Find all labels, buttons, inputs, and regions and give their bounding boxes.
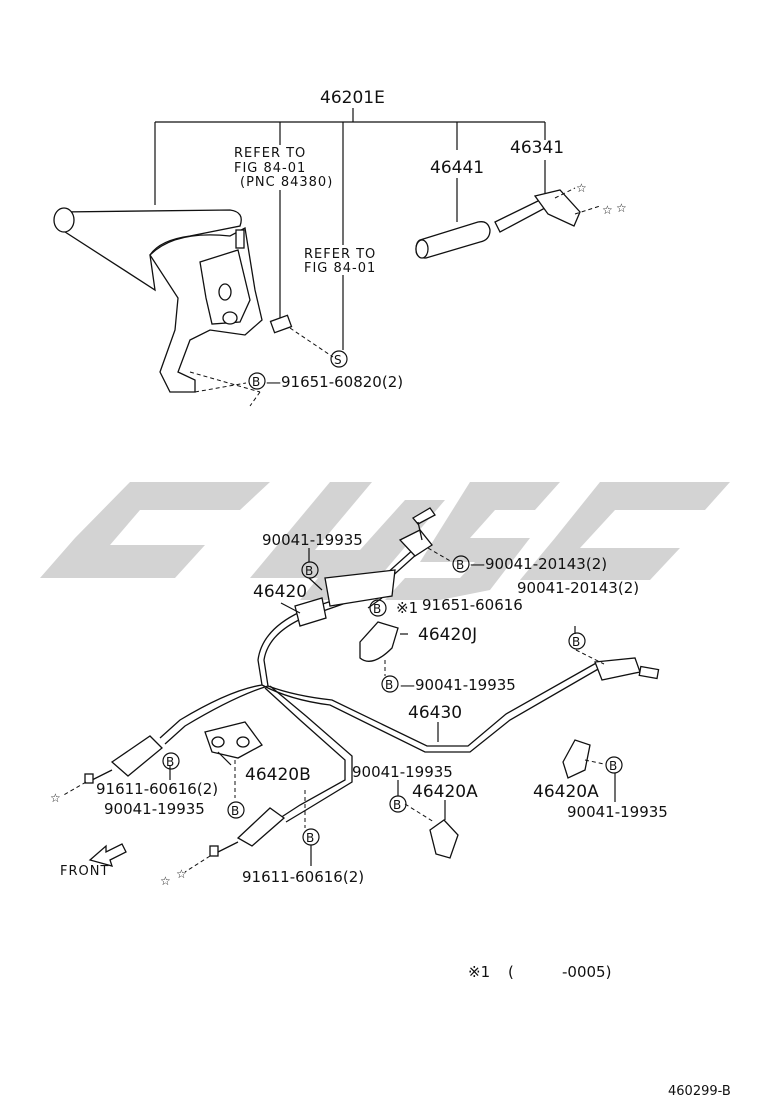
watermark-logo xyxy=(40,482,730,600)
label-clamp-a-mid: 46420A xyxy=(412,782,478,802)
svg-text:B: B xyxy=(373,602,381,616)
label-c1: 90041-19935 xyxy=(262,531,363,549)
brake-cables xyxy=(159,547,601,823)
refer-a-line-2: FIG 84-01 xyxy=(234,161,306,176)
front-arrow-icon xyxy=(88,843,127,867)
parking-brake-lever xyxy=(53,207,293,393)
svg-text:B: B xyxy=(572,635,580,649)
clamp-46420A-right xyxy=(562,739,591,779)
svg-text:B: B xyxy=(306,831,314,845)
svg-text:B: B xyxy=(166,755,174,769)
footnote-open: ( xyxy=(508,963,514,981)
bolt-marker-letter: B xyxy=(252,375,260,389)
svg-text:B: B xyxy=(609,759,617,773)
label-c7: 91611-60616(2) xyxy=(96,780,218,798)
refer-a-line-1: REFER TO xyxy=(234,146,306,161)
lever-grip-label: 46441 xyxy=(430,158,484,178)
label-clamp-j: 46420J xyxy=(418,625,477,645)
label-c4-mark: ※1 xyxy=(396,599,418,617)
assembly-label: 46201E xyxy=(320,88,385,108)
label-c2: —90041-20143(2) xyxy=(470,555,607,573)
left-cable-end xyxy=(61,735,163,797)
b-markers xyxy=(162,555,623,846)
lower-cable-end xyxy=(184,807,286,873)
refer-a-line-3: (PNC 84380) xyxy=(240,175,333,190)
svg-text:B: B xyxy=(385,678,393,692)
bolt-label: —91651-60820(2) xyxy=(266,373,403,391)
svg-text:B: B xyxy=(305,564,313,578)
lever-rod-part xyxy=(494,187,601,233)
label-cable-rear: 46430 xyxy=(408,703,462,723)
front-label: FRONT xyxy=(60,864,109,879)
label-c3: 90041-20143(2) xyxy=(517,579,639,597)
svg-text:B: B xyxy=(231,804,239,818)
footnote-mark: ※1 xyxy=(468,963,490,981)
s-marker-circle xyxy=(330,350,348,368)
label-clamp-a-right: 46420A xyxy=(533,782,599,802)
star-marker-2: ☆ xyxy=(602,203,613,217)
star-marker-1: ☆ xyxy=(576,181,587,195)
svg-text:B: B xyxy=(393,798,401,812)
top-dashed-leaders xyxy=(189,327,334,407)
s-marker-letter: S xyxy=(334,353,342,367)
label-cable-front: 46420 xyxy=(253,582,307,602)
star-marker-5: ☆ xyxy=(160,874,171,888)
label-c10: 90041-19935 xyxy=(567,803,668,821)
svg-text:B: B xyxy=(456,558,464,572)
star-marker-3: ☆ xyxy=(616,201,627,215)
footnote-range: -0005) xyxy=(562,963,611,981)
lever-rod-label: 46341 xyxy=(510,138,564,158)
b-marker-letters: B B B B B B B B B B xyxy=(166,558,617,845)
refer-b-line-1: REFER TO xyxy=(304,247,376,262)
right-cable-end xyxy=(594,657,660,681)
refer-b-line-2: FIG 84-01 xyxy=(304,261,376,276)
label-c5: —90041-19935 xyxy=(400,676,516,694)
label-clamp-b: 46420B xyxy=(245,765,311,785)
figure-code: 460299-B xyxy=(668,1084,731,1099)
label-c4: 91651-60616 xyxy=(422,596,523,614)
label-c6: 90041-19935 xyxy=(352,763,453,781)
bolt-marker-circle xyxy=(248,372,266,390)
label-c11: 91611-60616(2) xyxy=(242,868,364,886)
bottom-dashed-leaders xyxy=(234,547,605,828)
upper-connector xyxy=(294,507,436,627)
assembly-leader-lines xyxy=(154,108,546,350)
star-marker-4: ☆ xyxy=(50,791,61,805)
star-marker-6: ☆ xyxy=(176,867,187,881)
lever-grip-part xyxy=(415,221,491,259)
clamp-46420A-mid xyxy=(429,819,459,859)
clamp-46420J xyxy=(359,621,399,662)
label-c8: 90041-19935 xyxy=(104,800,205,818)
clamp-46420B xyxy=(204,721,263,759)
